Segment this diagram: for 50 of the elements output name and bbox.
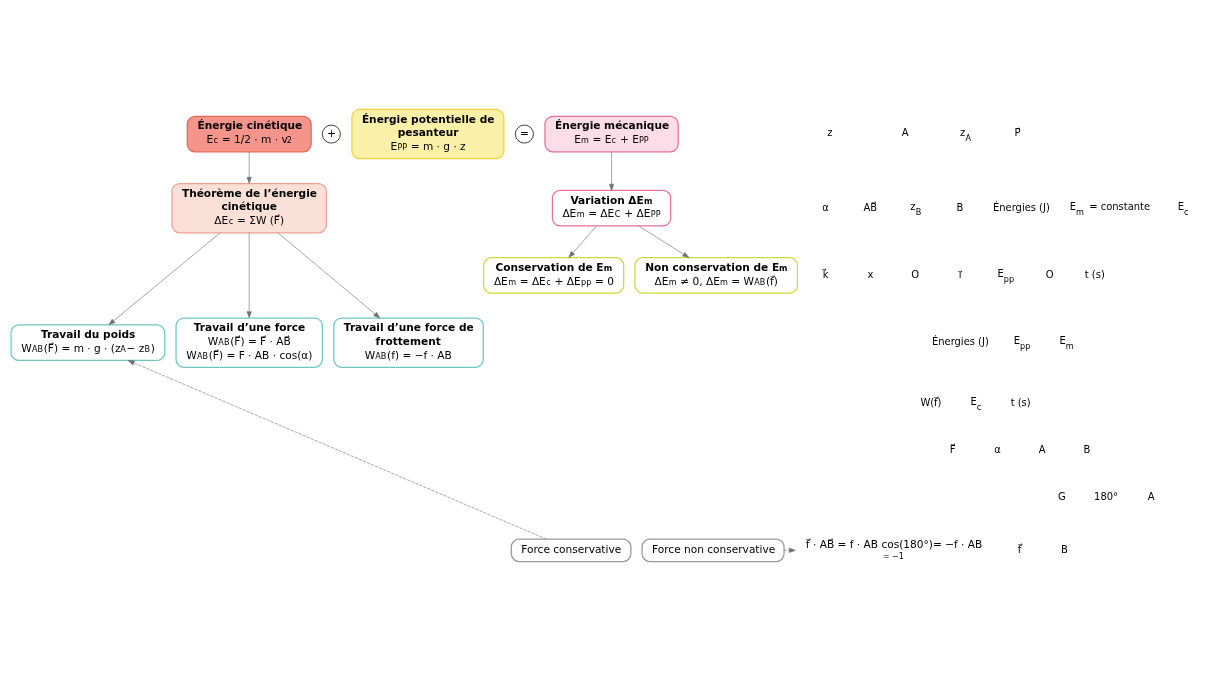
label: Énergies (J)	[992, 201, 1050, 213]
arrow	[127, 360, 547, 540]
arrow	[277, 232, 381, 319]
node-box: Énergie mécanique Em = Ec + EPP	[544, 115, 679, 153]
label: t (s)	[1084, 268, 1105, 280]
label: G	[1057, 491, 1066, 503]
label: O	[911, 268, 920, 280]
node-box: Travail d’une force de frottement WAB(f) = −f · AB	[333, 317, 484, 368]
label: P⃗	[1014, 127, 1021, 139]
label: i⃗	[958, 268, 962, 280]
label: B	[1061, 543, 1068, 555]
label: k⃗	[822, 268, 829, 280]
label: A	[1038, 444, 1046, 456]
label: α	[994, 444, 1001, 456]
label: A	[1147, 491, 1155, 503]
label: Énergies (J)	[931, 336, 989, 348]
node-box: Force non conservative	[641, 538, 785, 563]
arrow	[246, 151, 252, 184]
node-box: Théorème de l’énergie cinétique ΔEc = ΣW (F⃗)	[171, 182, 328, 234]
node-label: = −1	[882, 551, 904, 562]
label: B	[956, 201, 964, 213]
label: x	[867, 268, 874, 280]
node-box: Variation ΔEm ΔEm = ΔEC + ΔEPP	[551, 189, 672, 227]
node-circle: +	[321, 124, 341, 144]
arrow	[246, 232, 252, 319]
arrow	[609, 151, 615, 191]
arrow	[568, 225, 597, 258]
label: O	[1045, 268, 1054, 280]
label: W(f⃗)	[920, 396, 942, 408]
node-box: Conservation de Em ΔEm = ΔEc + ΔEpp = 0	[483, 257, 625, 294]
label: α	[822, 201, 829, 213]
node-circle: =	[514, 124, 534, 144]
label: f⃗	[1017, 543, 1022, 555]
node-box: Travail du poids WAB(F⃗) = m · g · (zA− zB)	[10, 324, 166, 362]
node-box: Énergie potentielle de pesanteur EPP = m · g · z	[351, 108, 505, 160]
label: z	[827, 127, 833, 139]
label: AB⃗	[863, 201, 878, 213]
label: t (s)	[1010, 396, 1031, 408]
node-box: Non conservation de Em ΔEm ≠ 0, ΔEm = WAB(f⃗)	[634, 257, 799, 294]
arrow	[108, 232, 221, 326]
node-box: Travail d’une force WAB(F⃗) = F⃗ · AB⃗ WAB(F⃗) = F · AB · cos(α)	[175, 317, 323, 368]
arrow	[638, 225, 690, 258]
label: 180°	[1094, 491, 1119, 503]
label: A	[901, 127, 909, 139]
node-box: Force conservative	[510, 538, 632, 563]
label: F⃗	[949, 444, 956, 456]
arrow	[783, 547, 796, 553]
label: B	[1083, 444, 1091, 456]
node-box: Énergie cinétique Ec = 1/2 · m · v2	[186, 115, 312, 153]
node-text: f⃗ · AB⃗ = f · AB cos(180°)= −f · AB	[805, 537, 983, 550]
